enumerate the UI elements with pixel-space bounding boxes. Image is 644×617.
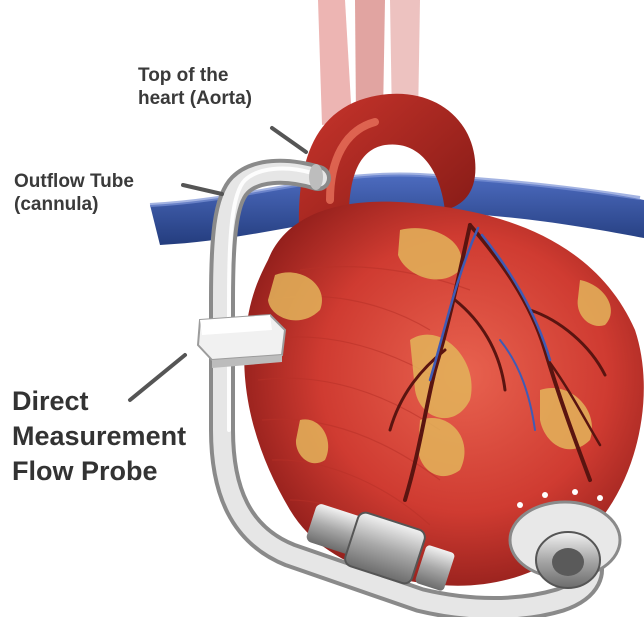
label-aorta-line2: heart (Aorta) [138, 87, 252, 110]
label-outflow-line1: Outflow Tube [14, 170, 134, 193]
pointer-outflow [183, 185, 222, 194]
pointer-aorta [272, 128, 306, 152]
flow-probe-clamp [198, 315, 285, 368]
label-outflow-tube: Outflow Tube (cannula) [14, 170, 134, 216]
label-flow-probe: Direct Measurement Flow Probe [12, 384, 186, 489]
label-outflow-line2: (cannula) [14, 193, 134, 216]
label-aorta: Top of the heart (Aorta) [138, 64, 252, 110]
label-probe-line2: Measurement [12, 419, 186, 454]
label-probe-line3: Flow Probe [12, 454, 186, 489]
label-probe-line1: Direct [12, 384, 186, 419]
label-aorta-line1: Top of the [138, 64, 252, 87]
